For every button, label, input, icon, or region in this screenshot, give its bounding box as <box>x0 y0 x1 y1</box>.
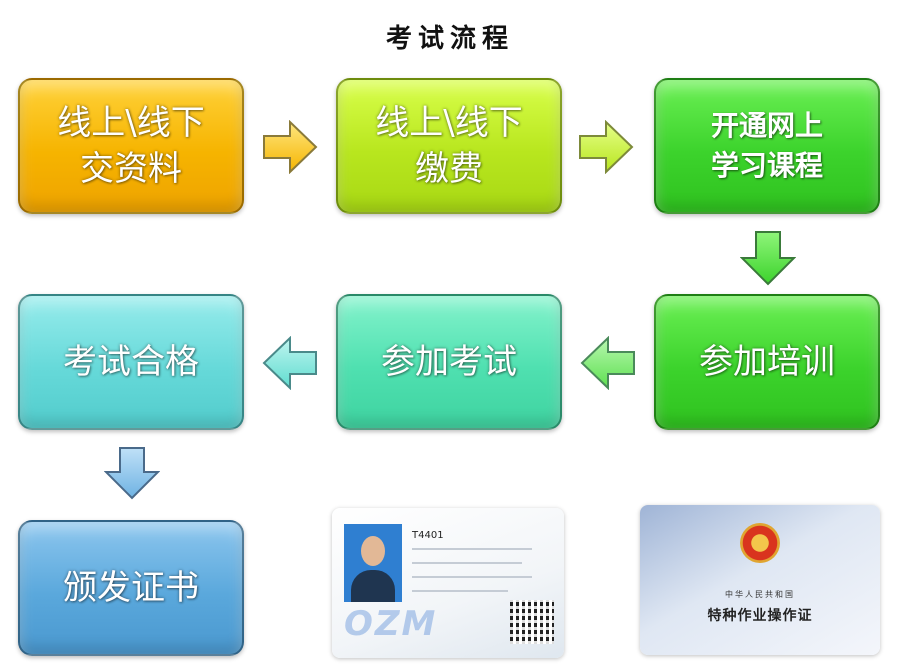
arrow-left-icon <box>262 336 317 390</box>
certificate-country: 中华人民共和国 <box>725 590 795 599</box>
arrow-left-icon <box>580 336 635 390</box>
step-issue-certificate: 颁发证书 <box>18 520 244 656</box>
step-take-exam: 参加考试 <box>336 294 562 430</box>
step-attend-training: 参加培训 <box>654 294 880 430</box>
step-pay-fees: 线上\线下 缴费 <box>336 78 562 214</box>
arrow-down-icon <box>740 231 796 286</box>
step-submit-documents: 线上\线下 交资料 <box>18 78 244 214</box>
qr-code-icon <box>510 600 554 644</box>
step-open-online-course: 开通网上 学习课程 <box>654 78 880 214</box>
id-card-image: T4401 OZM <box>332 508 564 658</box>
id-card-watermark: OZM <box>344 604 438 644</box>
id-photo <box>344 524 402 602</box>
step-pass-exam: 考试合格 <box>18 294 244 430</box>
national-emblem-icon <box>740 523 780 563</box>
id-card-number: T4401 <box>412 530 444 541</box>
flowchart-title: 考试流程 <box>385 24 514 54</box>
arrow-down-icon <box>104 447 160 500</box>
certificate-title: 特种作业操作证 <box>707 608 813 624</box>
arrow-right-icon <box>263 120 318 174</box>
arrow-right-icon <box>579 120 634 174</box>
certificate-cover-image: 中华人民共和国 特种作业操作证 <box>640 505 880 655</box>
